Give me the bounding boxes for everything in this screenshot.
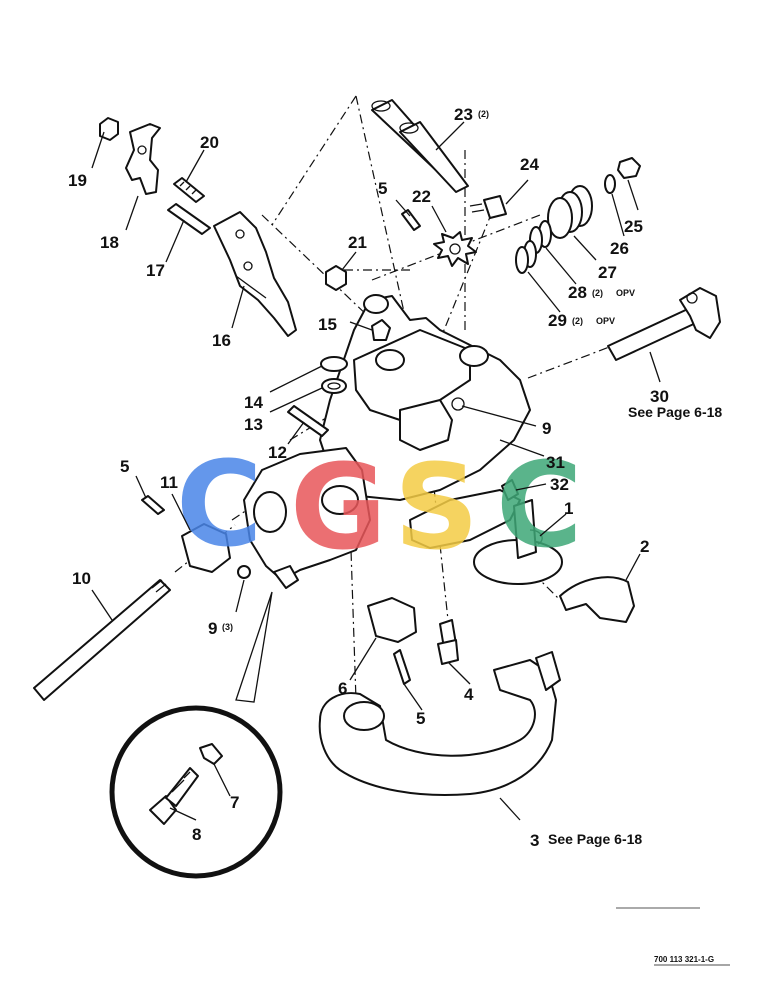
qty-28: (2)	[592, 288, 603, 298]
qty-9: (3)	[222, 622, 233, 632]
part-27-spring-pack	[547, 185, 593, 239]
part-13-washer	[321, 378, 347, 394]
part-21-nut	[325, 265, 347, 291]
callout-7: 7	[230, 793, 239, 812]
part-29-washers	[515, 240, 537, 274]
part-23-wedges	[371, 99, 469, 193]
detail-inset	[109, 591, 283, 879]
watermark-letter-3: S	[394, 438, 479, 576]
callout-10: 10	[72, 569, 91, 588]
part-4-bolt	[437, 619, 459, 665]
part-18-bracket	[125, 123, 161, 195]
part-20-stud	[173, 177, 205, 203]
callout-13: 13	[244, 415, 263, 434]
callout-14: 14	[244, 393, 263, 412]
callout-5-top: 5	[378, 179, 387, 198]
callout-9-left: 9	[208, 619, 217, 638]
callout-22: 22	[412, 187, 431, 206]
option-29: OPV	[596, 316, 615, 326]
callout-labels: 19 20 18 17 16 23 (2) 24 5 22 21 25 26 2…	[68, 105, 722, 850]
callout-11: 11	[160, 473, 178, 492]
part-11-block	[181, 523, 231, 573]
part-5-pin-lower	[393, 649, 411, 685]
part-22-star-wheel	[433, 231, 477, 267]
qty-29: (2)	[572, 316, 583, 326]
watermark-letter-2: G	[290, 438, 387, 576]
callout-5-left: 5	[120, 457, 129, 476]
part-30-shaft	[607, 287, 721, 361]
callout-18: 18	[100, 233, 119, 252]
callout-30: 30	[650, 387, 669, 406]
part-24-bolt	[469, 195, 507, 219]
callout-23: 23	[454, 105, 473, 124]
part-12-pin	[287, 405, 329, 437]
callout-29: 29	[548, 311, 567, 330]
callout-3: 3	[530, 831, 539, 850]
part-5-pin-left	[141, 495, 165, 515]
callout-31: 31	[546, 453, 565, 472]
watermark: C G S C	[176, 435, 583, 576]
callout-4: 4	[464, 685, 474, 704]
callout-16: 16	[212, 331, 231, 350]
main-housing	[319, 294, 531, 501]
callout-8: 8	[192, 825, 201, 844]
part-31-plate	[409, 489, 521, 549]
qty-23: (2)	[478, 109, 489, 119]
callout-21: 21	[348, 233, 367, 252]
callout-20: 20	[200, 133, 219, 152]
part-3-arm	[318, 651, 561, 796]
leader-lines	[91, 121, 661, 821]
part-25-nut	[617, 157, 641, 179]
callout-9-right: 9	[542, 419, 551, 438]
part-2-shim	[559, 576, 635, 623]
part-16-lever	[213, 211, 297, 337]
callout-15: 15	[318, 315, 337, 334]
watermark-letter-1: C	[176, 435, 263, 573]
part-6-block	[367, 597, 417, 643]
figure-number: 700 113 321-1-G	[654, 955, 714, 964]
watermark-letter-4: C	[496, 436, 583, 574]
part-26-washer	[604, 174, 616, 194]
option-28: OPV	[616, 288, 635, 298]
part-15-fitting	[371, 319, 391, 341]
lower-body	[243, 447, 371, 589]
callout-12: 12	[268, 443, 287, 462]
note-see-30: See Page 6-18	[628, 404, 722, 420]
part-14-ring	[320, 356, 348, 372]
callout-5-lower: 5	[416, 709, 425, 728]
part-17-pin	[167, 203, 211, 235]
part-32-clip	[501, 479, 519, 501]
note-see-3: See Page 6-18	[548, 831, 642, 847]
callout-24: 24	[520, 155, 539, 174]
callout-27: 27	[598, 263, 617, 282]
part-1-pivot	[473, 499, 563, 585]
part-10-shaft	[33, 579, 171, 701]
callout-25: 25	[624, 217, 643, 236]
callout-17: 17	[146, 261, 165, 280]
callout-32: 32	[550, 475, 569, 494]
callout-26: 26	[610, 239, 629, 258]
callout-19: 19	[68, 171, 87, 190]
part-19-nut	[99, 117, 119, 141]
footer: 700 113 321-1-G	[616, 907, 730, 966]
callout-2: 2	[640, 537, 649, 556]
callout-6: 6	[338, 679, 347, 698]
callout-28: 28	[568, 283, 587, 302]
part-9-fitting	[237, 565, 251, 579]
part-5-pin-top	[401, 209, 421, 231]
callout-1: 1	[564, 499, 573, 518]
